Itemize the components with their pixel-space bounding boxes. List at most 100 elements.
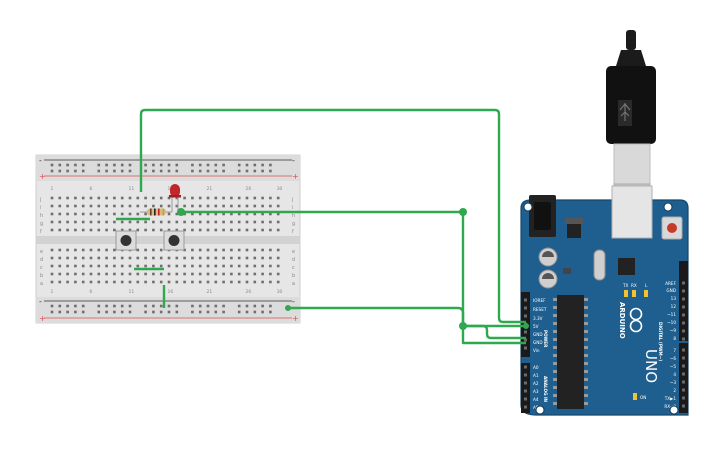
breadboard-hole [120,280,124,284]
digital-header-lower[interactable] [679,343,688,413]
breadboard-hole [74,163,77,167]
breadboard-hole [136,272,140,276]
breadboard-hole [159,169,163,173]
breadboard-hole [128,212,132,216]
wire-signal[interactable] [139,108,526,324]
led[interactable] [169,184,181,212]
rx-led [632,290,636,297]
breadboard-hole [245,228,249,232]
breadboard-hole [66,163,69,167]
pin-label: RESET [533,307,547,312]
arduino-uno[interactable]: TX RX L ON ARDUINO UNO POWER ANALOG IN D… [520,185,689,416]
breadboard-hole [214,256,218,260]
breadboard-hole [167,264,171,268]
pin-label: ~3 [670,380,677,385]
breadboard-hole [237,228,241,232]
junction-dot [523,323,529,329]
usb-cable-wire [626,30,636,50]
breadboard-hole [276,196,280,200]
breadboard-hole [206,204,210,208]
logo-loop [629,307,643,321]
breadboard-hole [230,264,233,268]
breadboard-hole [167,169,171,173]
breadboard-hole [237,310,241,314]
breadboard-hole [222,228,225,232]
wire-ground-rail[interactable] [288,306,465,326]
row-letter: f [40,229,42,235]
breadboard-hole [120,228,124,232]
breadboard-hole [253,264,257,268]
chip-pin [584,386,588,389]
chip-pin [553,402,557,405]
header-hole [524,330,527,334]
breadboard-hole [89,264,93,268]
breadboard-hole [58,304,62,308]
breadboard-hole [97,256,101,260]
breadboard-hole [222,220,225,224]
breadboard-hole [206,256,210,260]
breadboard-hole [144,280,147,284]
breadboard-hole [253,228,257,232]
breadboard-hole [50,272,54,276]
wire-to-gnd[interactable] [463,324,526,340]
breadboard-hole [269,248,272,252]
pin-label: 7 [673,348,676,353]
breadboard-hole [222,196,225,200]
breadboard-hole [144,220,147,224]
breadboard-hole [89,256,93,260]
breadboard-hole [276,212,280,216]
breadboard-hole [128,264,132,268]
breadboard-hole [206,280,210,284]
breadboard-hole [269,220,272,224]
pushbutton[interactable] [163,230,185,251]
breadboard-hole [105,310,108,314]
breadboard-hole [89,204,93,208]
breadboard-hole [120,196,124,200]
reset-button-cap[interactable] [667,223,677,233]
breadboard-hole [214,264,218,268]
breadboard-hole [198,196,202,200]
resistor-band [162,208,165,216]
mounting-hole [535,405,545,415]
resistor[interactable] [140,208,172,216]
analog-header[interactable] [521,363,530,413]
breadboard-hole [183,220,186,224]
breadboard-hole [191,280,194,284]
junction-dot [285,305,291,311]
breadboard-hole [269,228,272,232]
breadboard-hole [105,204,108,208]
breadboard-hole [269,163,272,167]
pin-label: GND [533,332,543,337]
breadboard-hole [206,272,210,276]
breadboard-hole [198,220,202,224]
breadboard-hole [167,272,171,276]
breadboard-hole [175,212,179,216]
breadboard-hole [191,272,194,276]
breadboard-hole [237,248,241,252]
digital-header-upper[interactable] [679,261,688,341]
column-number: 11 [129,186,135,192]
breadboard-hole [144,204,147,208]
breadboard-hole [237,220,241,224]
breadboard-hole [206,212,210,216]
breadboard-hole [81,220,85,224]
capacitor-mark [542,251,554,257]
pushbutton[interactable] [115,230,137,251]
wire-to-gnd2[interactable] [461,326,526,345]
breadboard-hole [159,163,163,167]
breadboard-hole [175,310,179,314]
breadboard-hole [120,310,124,314]
breadboard-hole [144,310,147,314]
header-hole [524,389,527,393]
header-hole [682,281,685,285]
chip-pin [584,298,588,301]
breadboard-hole [120,304,124,308]
header-hole [682,337,685,341]
breadboard-hole [222,256,225,260]
breadboard-hole [261,204,264,208]
header-hole [682,380,685,384]
breadboard-hole [58,220,62,224]
breadboard-hole [222,248,225,252]
breadboard-hole [128,304,132,308]
led-body [170,184,180,197]
